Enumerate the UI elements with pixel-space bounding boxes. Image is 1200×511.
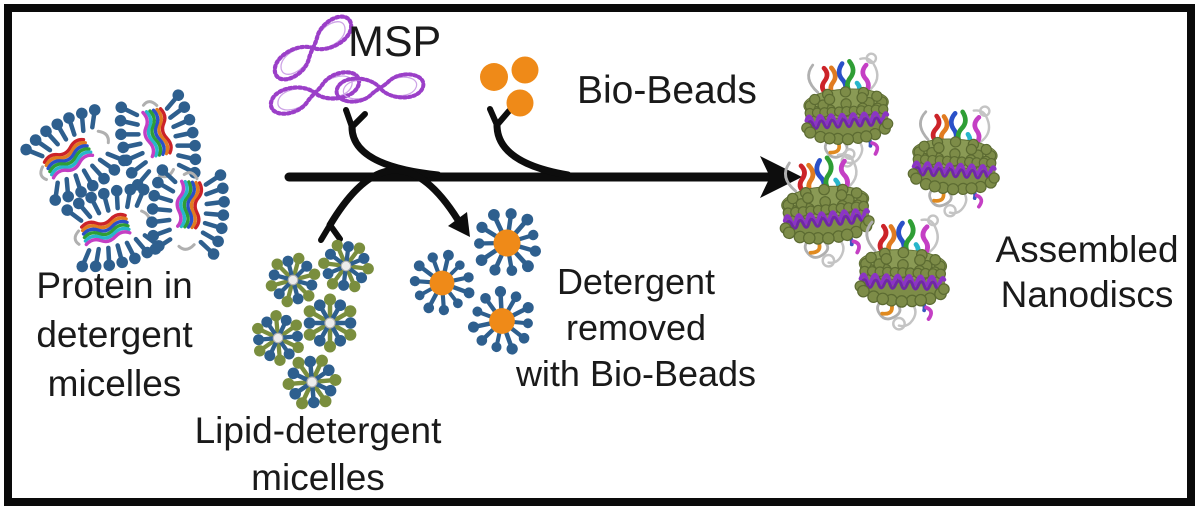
msp-ribbon-graphic [269, 10, 357, 86]
lipid-micelle-graphic [264, 251, 321, 308]
lipid-micelle-cluster [238, 229, 383, 417]
detergent-star-graphic [401, 241, 484, 324]
protein-micelle-cluster [13, 85, 234, 281]
micelles-in-detergent-out-arc [318, 166, 470, 243]
protein-micelles-label-line3: micelles [47, 363, 182, 404]
assembled-nanodiscs-label: Assembled Nanodiscs [962, 227, 1200, 317]
assembled-nanodiscs-label-line2: Nanodiscs [1000, 274, 1174, 315]
msp-label: MSP [348, 18, 458, 67]
bio-bead [506, 89, 534, 117]
lipid-micelles-label-line2: micelles [251, 457, 385, 498]
main-arrow [284, 156, 802, 198]
protein-micelles-label: Protein in detergent micelles [12, 261, 217, 408]
lipid-micelles-label: Lipid-detergent micelles [158, 407, 478, 501]
detergent-removed-label: Detergent removed with Bio-Beads [486, 259, 786, 397]
bio-beads-label-text: Bio-Beads [577, 69, 757, 112]
nanodisc-graphic [854, 213, 952, 331]
detergent-removed-label-line2: removed [565, 307, 707, 348]
protein-micelles-label-line1: Protein in [36, 265, 193, 306]
protein-micelles-label-line2: detergent [36, 314, 193, 355]
border-frame [4, 4, 1195, 506]
protein-micelle-graphic [142, 161, 234, 263]
biobeads-merge-arrow [487, 106, 572, 179]
msp-label-text: MSP [348, 18, 442, 66]
bio-beads-cluster [480, 56, 539, 117]
detergent-removed-label-line3: with Bio-Beads [515, 353, 757, 394]
nanodisc-graphic [906, 103, 1003, 219]
lipid-micelles-label-line1: Lipid-detergent [194, 410, 442, 451]
bio-bead [480, 63, 508, 91]
msp-ribbon-graphic [333, 69, 427, 107]
assembled-nanodiscs-label-line1: Assembled [995, 229, 1179, 270]
nanodisc-graphic [774, 148, 878, 271]
bio-beads-label: Bio-Beads [577, 69, 797, 113]
msp-merge-arrow [343, 107, 442, 179]
bio-bead [511, 56, 539, 84]
detergent-removed-label-line1: Detergent [556, 261, 716, 302]
